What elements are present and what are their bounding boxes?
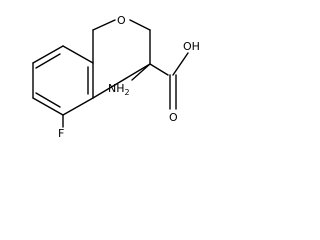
bond	[129, 19, 151, 31]
ring-oxygen-label: O	[117, 14, 126, 27]
structure-diagram: O NH2 F O OH	[0, 0, 210, 156]
bond-carboxyl	[149, 63, 169, 76]
bond	[32, 97, 64, 116]
bond	[92, 19, 116, 31]
bond-inner	[35, 92, 61, 108]
bond	[62, 97, 94, 116]
benzene-ring	[32, 45, 94, 116]
bond	[32, 45, 64, 64]
bond	[62, 45, 94, 64]
substituents	[62, 52, 189, 128]
carbonyl-oxygen-label: O	[169, 111, 178, 124]
molecule-drawing: O NH2 F O OH	[32, 14, 200, 140]
bond-hydroxyl	[172, 52, 189, 76]
amine-subscript: 2	[125, 88, 130, 97]
amine-text: NH	[108, 82, 125, 95]
pyran-ring	[92, 19, 151, 99]
bond	[92, 63, 151, 99]
fluorine-label: F	[58, 127, 64, 140]
amine-label: NH2	[108, 82, 130, 97]
bond-amine	[131, 63, 151, 81]
hydroxyl-label: OH	[183, 40, 200, 53]
bond-inner	[35, 53, 61, 69]
